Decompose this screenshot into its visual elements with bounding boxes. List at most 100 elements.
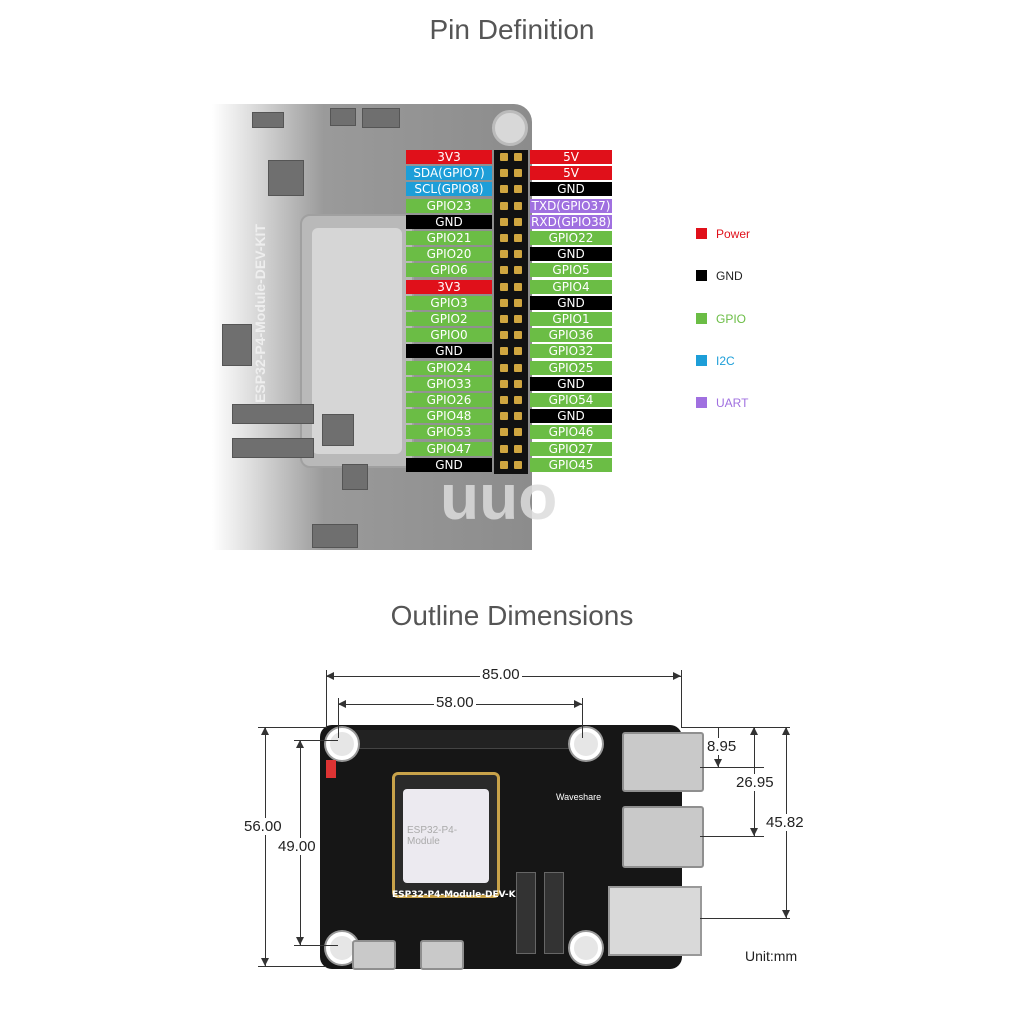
- pin-label-left-3: SCL(GPIO8): [406, 182, 492, 197]
- header-pin: [514, 185, 522, 194]
- connector: [362, 108, 400, 128]
- legend-swatch: [696, 270, 707, 282]
- module-label: ESP32-P4-Module: [407, 825, 458, 847]
- header-pin: [500, 153, 508, 161]
- dimension-extension: [582, 698, 583, 738]
- connector: [252, 112, 284, 128]
- dim-hole-span-y: 49.00: [276, 838, 318, 855]
- header-pin: [514, 234, 522, 242]
- arrow: [574, 700, 582, 708]
- pin-label-left-7: GPIO20: [406, 247, 492, 262]
- arrow: [338, 700, 346, 708]
- pin-label-left-20: GND: [406, 457, 492, 472]
- header-pin: [500, 298, 508, 307]
- header-pin: [514, 266, 522, 275]
- dim-usb-top: 8.95: [705, 738, 739, 755]
- header-pin: [514, 217, 522, 226]
- pin-label-left-1: 3V3: [406, 150, 492, 164]
- header-pin: [514, 444, 522, 453]
- gpio-header-strip: [352, 730, 576, 749]
- pin-label-right-11: GPIO1: [530, 312, 612, 326]
- header-pin: [514, 298, 522, 307]
- outline-dimensions-title: Outline Dimensions: [390, 600, 634, 631]
- header-pin: [500, 185, 508, 194]
- header-pin: [500, 396, 508, 404]
- legend-label: I2C: [716, 353, 735, 368]
- pin-label-left-11: GPIO2: [406, 312, 492, 326]
- pin-definition-title: Pin Definition: [429, 14, 595, 45]
- dim-height-total: 56.00: [242, 818, 284, 835]
- header-pin: [514, 396, 522, 404]
- usb-port-upper: [622, 732, 704, 792]
- arrow: [261, 727, 269, 735]
- display-connector: [516, 872, 536, 954]
- pin-label-left-10: GPIO3: [406, 295, 492, 310]
- legend-label: UART: [716, 396, 749, 411]
- legend-label: GND: [716, 269, 743, 284]
- i2c-connector: [222, 324, 252, 366]
- pin-header: [494, 150, 528, 474]
- pin-label-left-16: GPIO26: [406, 393, 492, 407]
- header-pin: [514, 331, 522, 340]
- pin-label-right-9: GPIO4: [530, 279, 612, 294]
- pin-label-left-12: GPIO0: [406, 328, 492, 343]
- camera-connector: [544, 872, 564, 954]
- unit-label: Unit:mm: [745, 948, 798, 964]
- pin-label-right-19: GPIO27: [530, 441, 612, 456]
- connector: [330, 108, 356, 126]
- header-pin: [500, 315, 508, 323]
- pin-label-left-5: GND: [406, 214, 492, 229]
- camera-connector: [232, 438, 314, 458]
- dimension-extension: [338, 698, 339, 738]
- dim-hole-span-x: 58.00: [434, 694, 476, 711]
- dimension-extension: [294, 945, 338, 946]
- arrow: [326, 672, 334, 680]
- pin-label-left-19: GPIO47: [406, 441, 492, 456]
- arrow: [296, 937, 304, 945]
- pin-label-right-6: GPIO22: [530, 231, 612, 245]
- dimension-extension: [294, 740, 338, 741]
- inductor: [268, 160, 304, 196]
- pin-label-right-2: 5V: [530, 166, 612, 181]
- legend-label: GPIO: [716, 311, 747, 326]
- header-pin: [500, 201, 508, 210]
- header-pin: [514, 347, 522, 356]
- usb-port-lower: [622, 806, 704, 868]
- dimension-extension: [258, 966, 326, 967]
- pin-label-left-14: GPIO24: [406, 360, 492, 375]
- dimension-extension: [681, 670, 682, 728]
- legend-swatch: [696, 354, 707, 366]
- ethernet-port: [608, 886, 702, 956]
- header-pin: [500, 331, 508, 340]
- header-pin: [500, 379, 508, 388]
- pin-label-right-5: RXD(GPIO38): [530, 214, 612, 229]
- arrow: [782, 910, 790, 918]
- pin-label-right-8: GPIO5: [530, 263, 612, 278]
- header-pin: [514, 169, 522, 178]
- brand-label: Waveshare: [556, 792, 602, 802]
- pin-label-left-15: GPIO33: [406, 376, 492, 391]
- legend-swatch: [696, 228, 707, 239]
- header-pin: [500, 444, 508, 453]
- esp32-module: [300, 214, 414, 468]
- pin-label-left-9: 3V3: [406, 279, 492, 294]
- legend-label: Power: [716, 227, 751, 241]
- arrow: [714, 759, 722, 767]
- header-pin: [500, 266, 508, 275]
- header-pin: [514, 428, 522, 437]
- header-pin: [500, 282, 508, 291]
- header-pin: [500, 363, 508, 372]
- arrow: [782, 727, 790, 735]
- arrow: [673, 672, 681, 680]
- mounting-hole-top-left: [326, 728, 358, 760]
- pin-label-right-1: 5V: [530, 150, 612, 164]
- pin-label-left-8: GPIO6: [406, 263, 492, 278]
- dimension-extension: [326, 670, 327, 728]
- pin-label-right-16: GPIO54: [530, 393, 612, 407]
- board-title: ESP32-P4-Module-DEV-KIT: [392, 890, 526, 900]
- pin-label-left-4: GPIO23: [406, 198, 492, 213]
- esp32-p4-module: ESP32-P4-Module: [392, 772, 500, 898]
- pin-label-right-7: GND: [530, 247, 612, 262]
- dim-usb-second: 26.95: [734, 774, 776, 791]
- arrow: [261, 958, 269, 966]
